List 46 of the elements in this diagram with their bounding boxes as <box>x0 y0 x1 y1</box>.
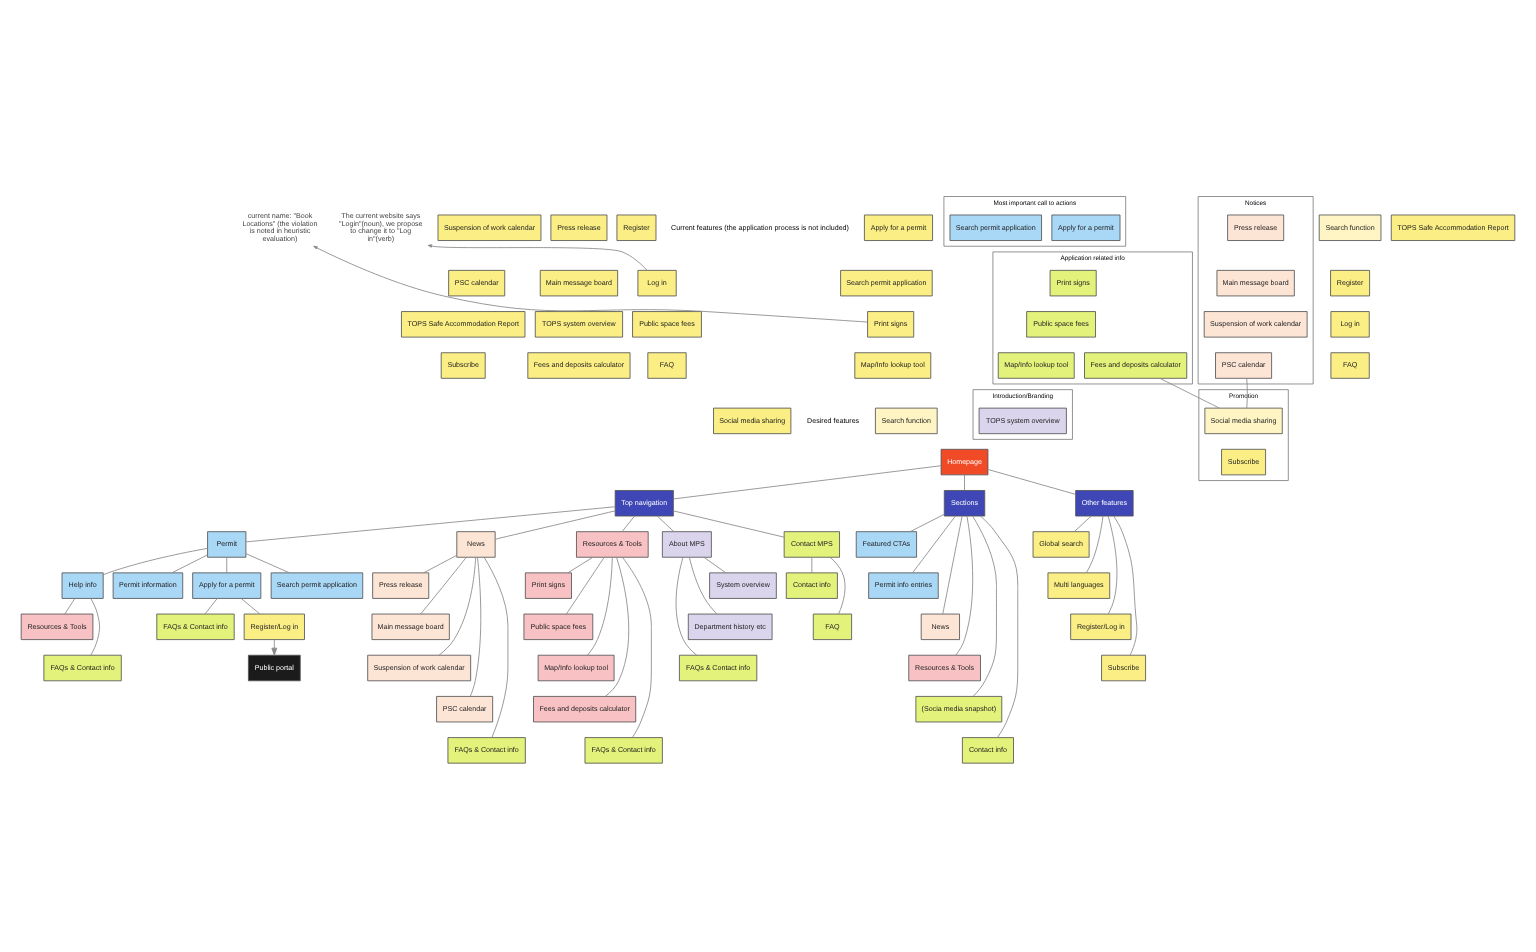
connector <box>102 546 208 575</box>
connector <box>972 514 997 696</box>
connector <box>656 514 675 532</box>
arrow <box>313 244 868 322</box>
connector <box>912 514 956 573</box>
connector <box>829 555 846 614</box>
connector <box>675 556 698 655</box>
connector <box>90 597 101 655</box>
connector <box>420 555 467 614</box>
arrow <box>271 638 278 655</box>
connector <box>688 556 718 614</box>
connector <box>226 555 228 573</box>
connector <box>909 512 945 532</box>
connector <box>955 514 974 655</box>
connector <box>567 555 594 573</box>
connector <box>964 473 965 490</box>
connector <box>621 514 635 532</box>
connector <box>587 555 613 655</box>
connector <box>1246 377 1248 408</box>
connector <box>1113 514 1138 655</box>
connector <box>703 555 727 573</box>
arrow <box>427 243 648 270</box>
connector <box>1107 514 1118 614</box>
connector <box>942 514 963 614</box>
connector <box>245 505 616 542</box>
connector <box>171 553 208 573</box>
connector <box>979 514 1019 737</box>
connector <box>673 464 942 499</box>
connector <box>622 556 652 737</box>
connector <box>438 556 477 655</box>
connector <box>1086 514 1104 573</box>
connector <box>811 555 813 573</box>
connector <box>987 468 1076 494</box>
connector <box>566 556 605 614</box>
connector <box>423 553 458 573</box>
connector <box>64 597 76 614</box>
connector <box>469 555 482 696</box>
connector <box>494 509 616 539</box>
connector <box>605 555 630 696</box>
connector <box>204 597 218 614</box>
connector <box>1159 376 1220 408</box>
connector <box>245 552 290 573</box>
connector <box>673 509 785 537</box>
connector <box>483 556 509 737</box>
connector <box>240 597 261 614</box>
connector <box>1073 514 1092 532</box>
